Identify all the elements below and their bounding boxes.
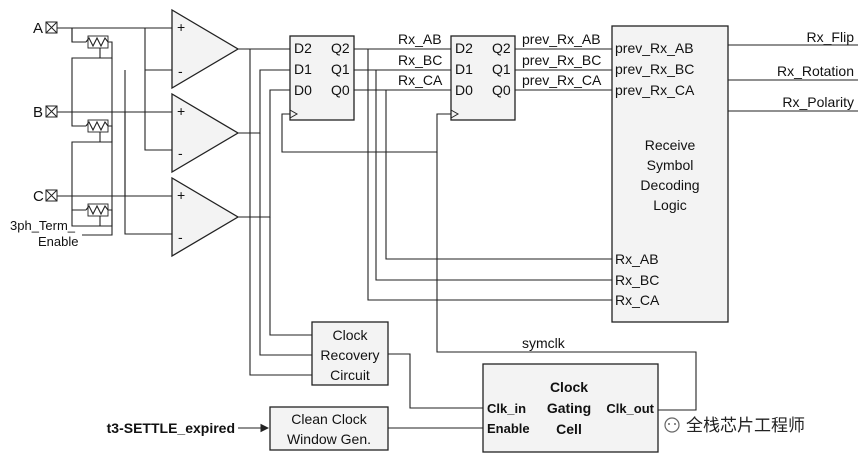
decoder-in-bc: Rx_BC [615, 272, 659, 288]
decoder-in-ab: Rx_AB [615, 251, 659, 267]
output-rx-rotation: Rx_Rotation [777, 63, 854, 79]
amp-ab-minus: - [178, 63, 183, 79]
flip-flop-2: D2 D1 D0 Q2 Q1 Q0 [450, 35, 516, 121]
ff2-d0: D0 [455, 82, 473, 98]
gating-title-1: Clock [550, 379, 588, 395]
ff1-d2: D2 [294, 40, 312, 56]
amplifier-ca: + - [171, 176, 240, 258]
decoder-title-2: Symbol [647, 157, 694, 173]
ff2-q1: Q1 [492, 61, 511, 77]
clock-recovery-line-1: Clock [332, 327, 368, 343]
wire-rx-bc-label: Rx_BC [398, 52, 442, 68]
ff1-q0: Q0 [331, 82, 350, 98]
ff1-q2: Q2 [331, 40, 350, 56]
decoder-in-ca: Rx_CA [615, 292, 660, 308]
clock-recovery-line-2: Recovery [320, 347, 379, 363]
clock-gating-block: Clock Gating Cell Clk_in Enable Clk_out [482, 363, 659, 453]
termination-network [71, 28, 113, 236]
pin-c-symbol [45, 189, 58, 202]
watermark-text: 全栈芯片工程师 [686, 416, 805, 435]
output-rx-polarity: Rx_Polarity [782, 94, 854, 110]
clock-recovery-block: Clock Recovery Circuit [311, 321, 389, 386]
term-enable-label-2: Enable [38, 234, 78, 249]
decoding-logic-block: prev_Rx_AB prev_Rx_BC prev_Rx_CA Receive… [611, 25, 729, 323]
wire-prev-ca-label: prev_Rx_CA [522, 72, 602, 88]
amp-ca-minus: - [178, 229, 183, 245]
gating-clk-out: Clk_out [606, 401, 654, 416]
clock-recovery-line-3: Circuit [330, 367, 370, 383]
wire-prev-ab-label: prev_Rx_AB [522, 31, 601, 47]
amplifier-ab: + - [171, 8, 240, 90]
clean-clock-block: Clean Clock Window Gen. [269, 406, 389, 451]
ff2-d2: D2 [455, 40, 473, 56]
wire-rx-ab-label: Rx_AB [398, 31, 442, 47]
decoder-in-prev-bc: prev_Rx_BC [615, 61, 694, 77]
decoder-title-3: Decoding [640, 177, 699, 193]
wechat-icon [664, 417, 680, 433]
decoder-title-1: Receive [645, 137, 696, 153]
wire-prev-bc-label: prev_Rx_BC [522, 52, 601, 68]
ff2-q2: Q2 [492, 40, 511, 56]
watermark: 全栈芯片工程师 [664, 416, 805, 435]
gating-title-3: Cell [556, 421, 582, 437]
wire-symclk-label: symclk [522, 335, 566, 351]
gating-title-2: Gating [547, 400, 591, 416]
amp-ab-plus: + [177, 19, 185, 35]
amp-bc-plus: + [177, 103, 185, 119]
wire-rx-ca-label: Rx_CA [398, 72, 443, 88]
term-enable-label-1: 3ph_Term_ [10, 218, 76, 233]
decoder-title-4: Logic [653, 197, 686, 213]
pin-c-label: C [33, 188, 44, 205]
clean-clock-line-1: Clean Clock [291, 411, 367, 427]
t3-settle-label: t3-SETTLE_expired [107, 420, 235, 436]
gating-clk-in: Clk_in [487, 401, 526, 416]
pin-b-label: B [33, 104, 43, 121]
ff2-d1: D1 [455, 61, 473, 77]
pin-b-symbol [45, 105, 58, 118]
pin-a-label: A [33, 20, 43, 37]
decoder-in-prev-ca: prev_Rx_CA [615, 82, 695, 98]
amp-ca-plus: + [177, 187, 185, 203]
output-rx-flip: Rx_Flip [807, 29, 855, 45]
flip-flop-1: D2 D1 D0 Q2 Q1 Q0 [289, 35, 355, 121]
decoder-in-prev-ab: prev_Rx_AB [615, 40, 694, 56]
amp-bc-minus: - [178, 145, 183, 161]
pin-a-symbol [45, 21, 58, 34]
ff1-q1: Q1 [331, 61, 350, 77]
clean-clock-line-2: Window Gen. [287, 431, 371, 447]
amplifier-bc: + - [171, 92, 240, 174]
gating-enable: Enable [487, 421, 530, 436]
ff2-q0: Q0 [492, 82, 511, 98]
ff1-d0: D0 [294, 82, 312, 98]
ff1-d1: D1 [294, 61, 312, 77]
